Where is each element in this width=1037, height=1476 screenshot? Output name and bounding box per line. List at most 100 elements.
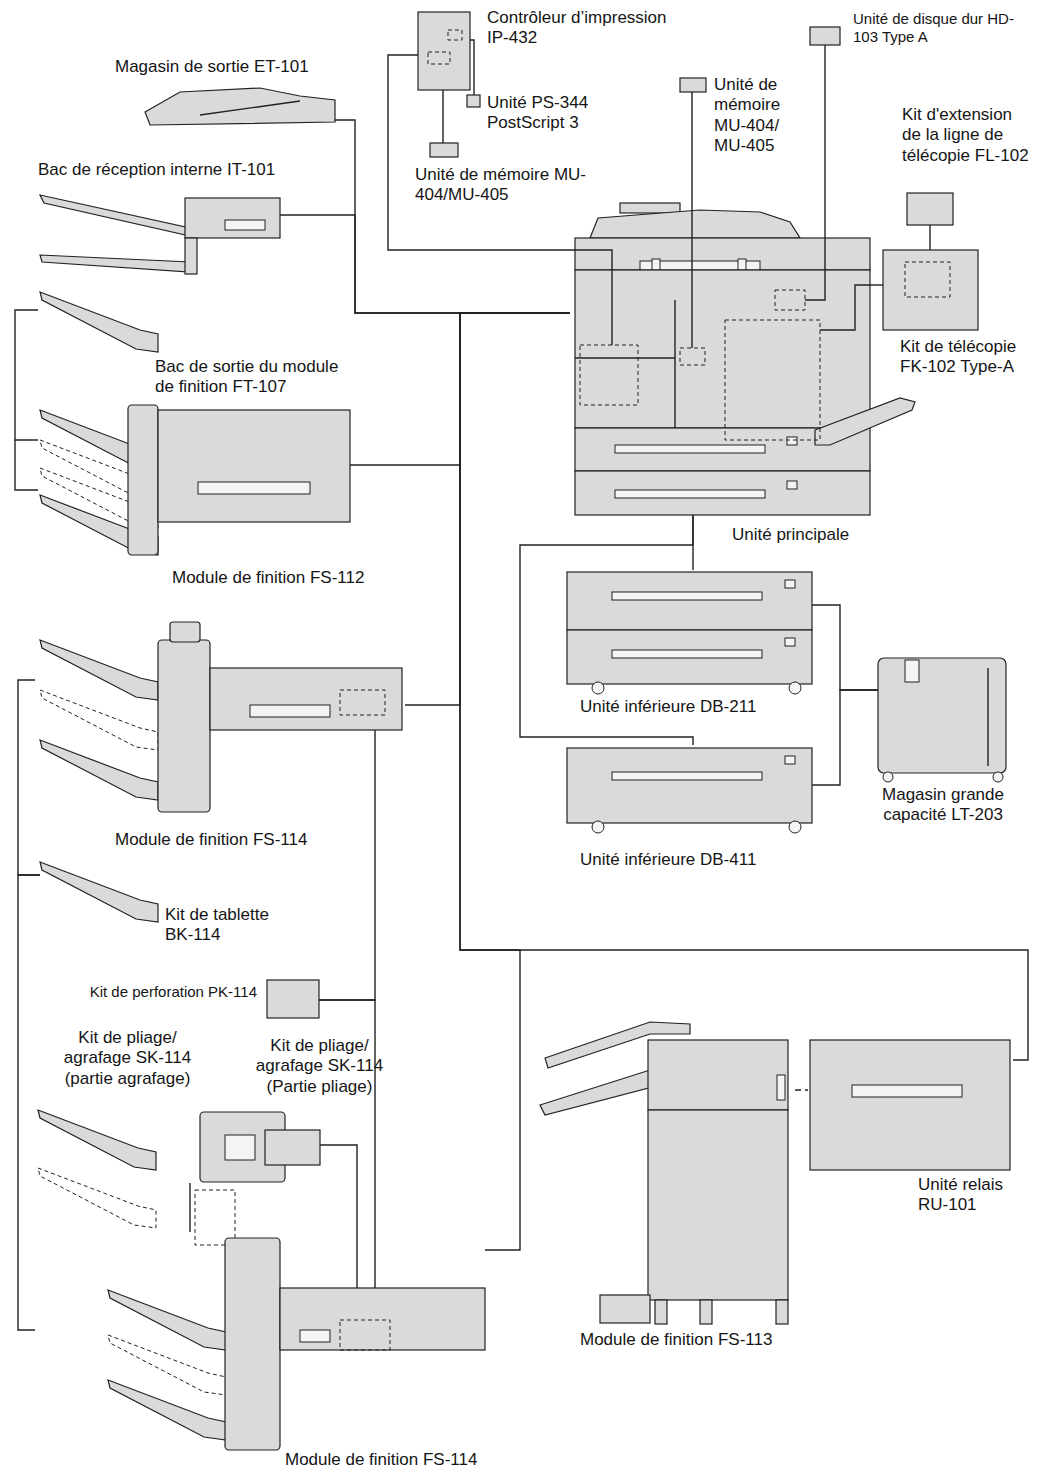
finisher-fs113-illustration [600,1295,650,1323]
connector-line [812,605,878,690]
finisher-fs114-illustration [210,668,402,730]
connector-line [388,55,570,250]
finisher-fs114-illustration [170,622,200,642]
lower-unit-illustration [567,748,812,823]
finisher-fs114-illustration [158,640,210,812]
connector-line [824,45,825,190]
inner-leader-lines [15,190,872,1320]
lower-unit-illustration [789,682,801,694]
inner-leader-lines [15,440,38,490]
component-label: Module de finition FS-114 [115,830,307,850]
finisher-fs113-illustration [540,1022,788,1324]
component-node: Contrôleur d’impression IP-432 [418,12,470,90]
component-label: Magasin grande capacité LT-203 [868,785,1018,826]
main-unit-illustration [787,437,797,445]
connector-line [18,680,40,875]
memory-unit-illustration [680,78,706,92]
connector-line [335,120,570,313]
print-controller-illustration [448,30,462,40]
fax-illustration [883,193,978,330]
component-label: Unité de disque dur HD-103 Type A [853,10,1018,46]
component-label: Unité de mémoire MU-404/MU-405 [415,165,595,206]
large-capacity-tray-illustration [883,772,893,782]
finisher-fs113-illustration [648,1110,788,1300]
component-node: Kit de télécopie FK-102 Type-A [883,250,978,330]
finisher-fs114-illustration [40,690,158,750]
connector-line [520,515,693,745]
finisher-fs114-lower-illustration [108,1380,226,1440]
large-capacity-tray-illustration [987,668,988,766]
lower-unit-illustration [567,572,812,833]
fax-illustration [883,250,978,330]
inner-tray-illustration [40,195,190,236]
component-label: Contrôleur d’impression IP-432 [487,8,687,49]
main-unit-illustration [620,203,680,213]
component-node: Unité PS-344 PostScript 3 [467,95,480,107]
connector-line [442,90,443,143]
connector-line [470,40,474,95]
finisher-fs112-illustration [128,405,158,555]
finisher-fs112-illustration [40,292,158,352]
memory-unit-illustration [430,143,458,157]
relay-unit-illustration [810,1040,1010,1170]
component-label: Module de finition FS-114 [285,1450,477,1470]
inner-tray-illustration [40,195,280,274]
component-node: Unité de mémoire MU-404/MU-405 [430,143,458,157]
large-capacity-tray-illustration [905,660,919,682]
connector-line [15,310,38,440]
component-node: Unité inférieure DB-411 [567,745,812,830]
hard-disk-illustration [810,27,840,45]
connector-line [692,515,693,570]
finisher-fs113-illustration [777,1075,785,1100]
main-unit-illustration [815,398,915,445]
main-unit-illustration [575,270,870,428]
component-label: Kit de pliage/ agrafage SK-114 (Partie p… [242,1036,397,1097]
component-label: Unité inférieure DB-411 [580,850,756,870]
hard-disk-illustration [810,27,840,45]
component-node: Unité principale [570,190,872,515]
finisher-fs114-illustration [340,690,385,715]
main-unit-illustration [575,238,870,270]
connector-line [812,690,878,785]
finisher-fs114-illustration [250,705,330,717]
component-label: Unité inférieure DB-211 [580,697,756,717]
fax-illustration [905,262,950,297]
connector-line [691,92,692,190]
finisher-fs112-illustration [158,410,350,522]
lower-unit-illustration [785,756,795,764]
component-node: Kit de perforation PK-114 [267,980,319,1018]
folding-stapling-kit-illustration [38,1168,156,1228]
main-unit-illustration [615,490,765,498]
main-unit-illustration [725,320,820,440]
main-unit-illustration [674,300,675,428]
inner-tray-illustration [185,238,197,274]
connector-line [795,1089,808,1090]
component-label: Kit d'extension de la ligne de télécopie… [902,105,1034,166]
component-node: Unité relais RU-101 [808,1035,1013,1170]
component-node: Module de finition FS-114 [35,620,405,815]
main-unit-illustration [738,259,746,270]
component-node: Bac de réception interne IT-101 [40,192,280,277]
connector-line [460,313,570,1250]
connector-line [189,1183,190,1232]
finisher-fs114-lower-illustration [340,1320,390,1350]
lower-unit-illustration [612,592,762,600]
output-tray-illustration [200,101,300,115]
print-controller-illustration [428,52,450,64]
component-label: Bac de réception interne IT-101 [38,160,275,180]
finisher-fs113-illustration [655,1300,667,1324]
connector-line [872,284,883,285]
main-unit-illustration [775,290,805,310]
component-node: Module de finition FS-112 [38,400,350,560]
connector-line [460,313,1028,1060]
output-tray-illustration [145,88,335,125]
component-label: Unité de mémoire MU-404/ MU-405 [714,75,799,157]
postscript-unit-illustration [467,95,480,107]
connector-line [320,1145,357,1232]
component-label: Unité PS-344 PostScript 3 [487,93,607,134]
component-label: Kit de perforation PK-114 [52,983,257,1001]
main-unit-illustration [590,210,800,238]
component-node: Module de finition FS-114 [35,1232,485,1455]
